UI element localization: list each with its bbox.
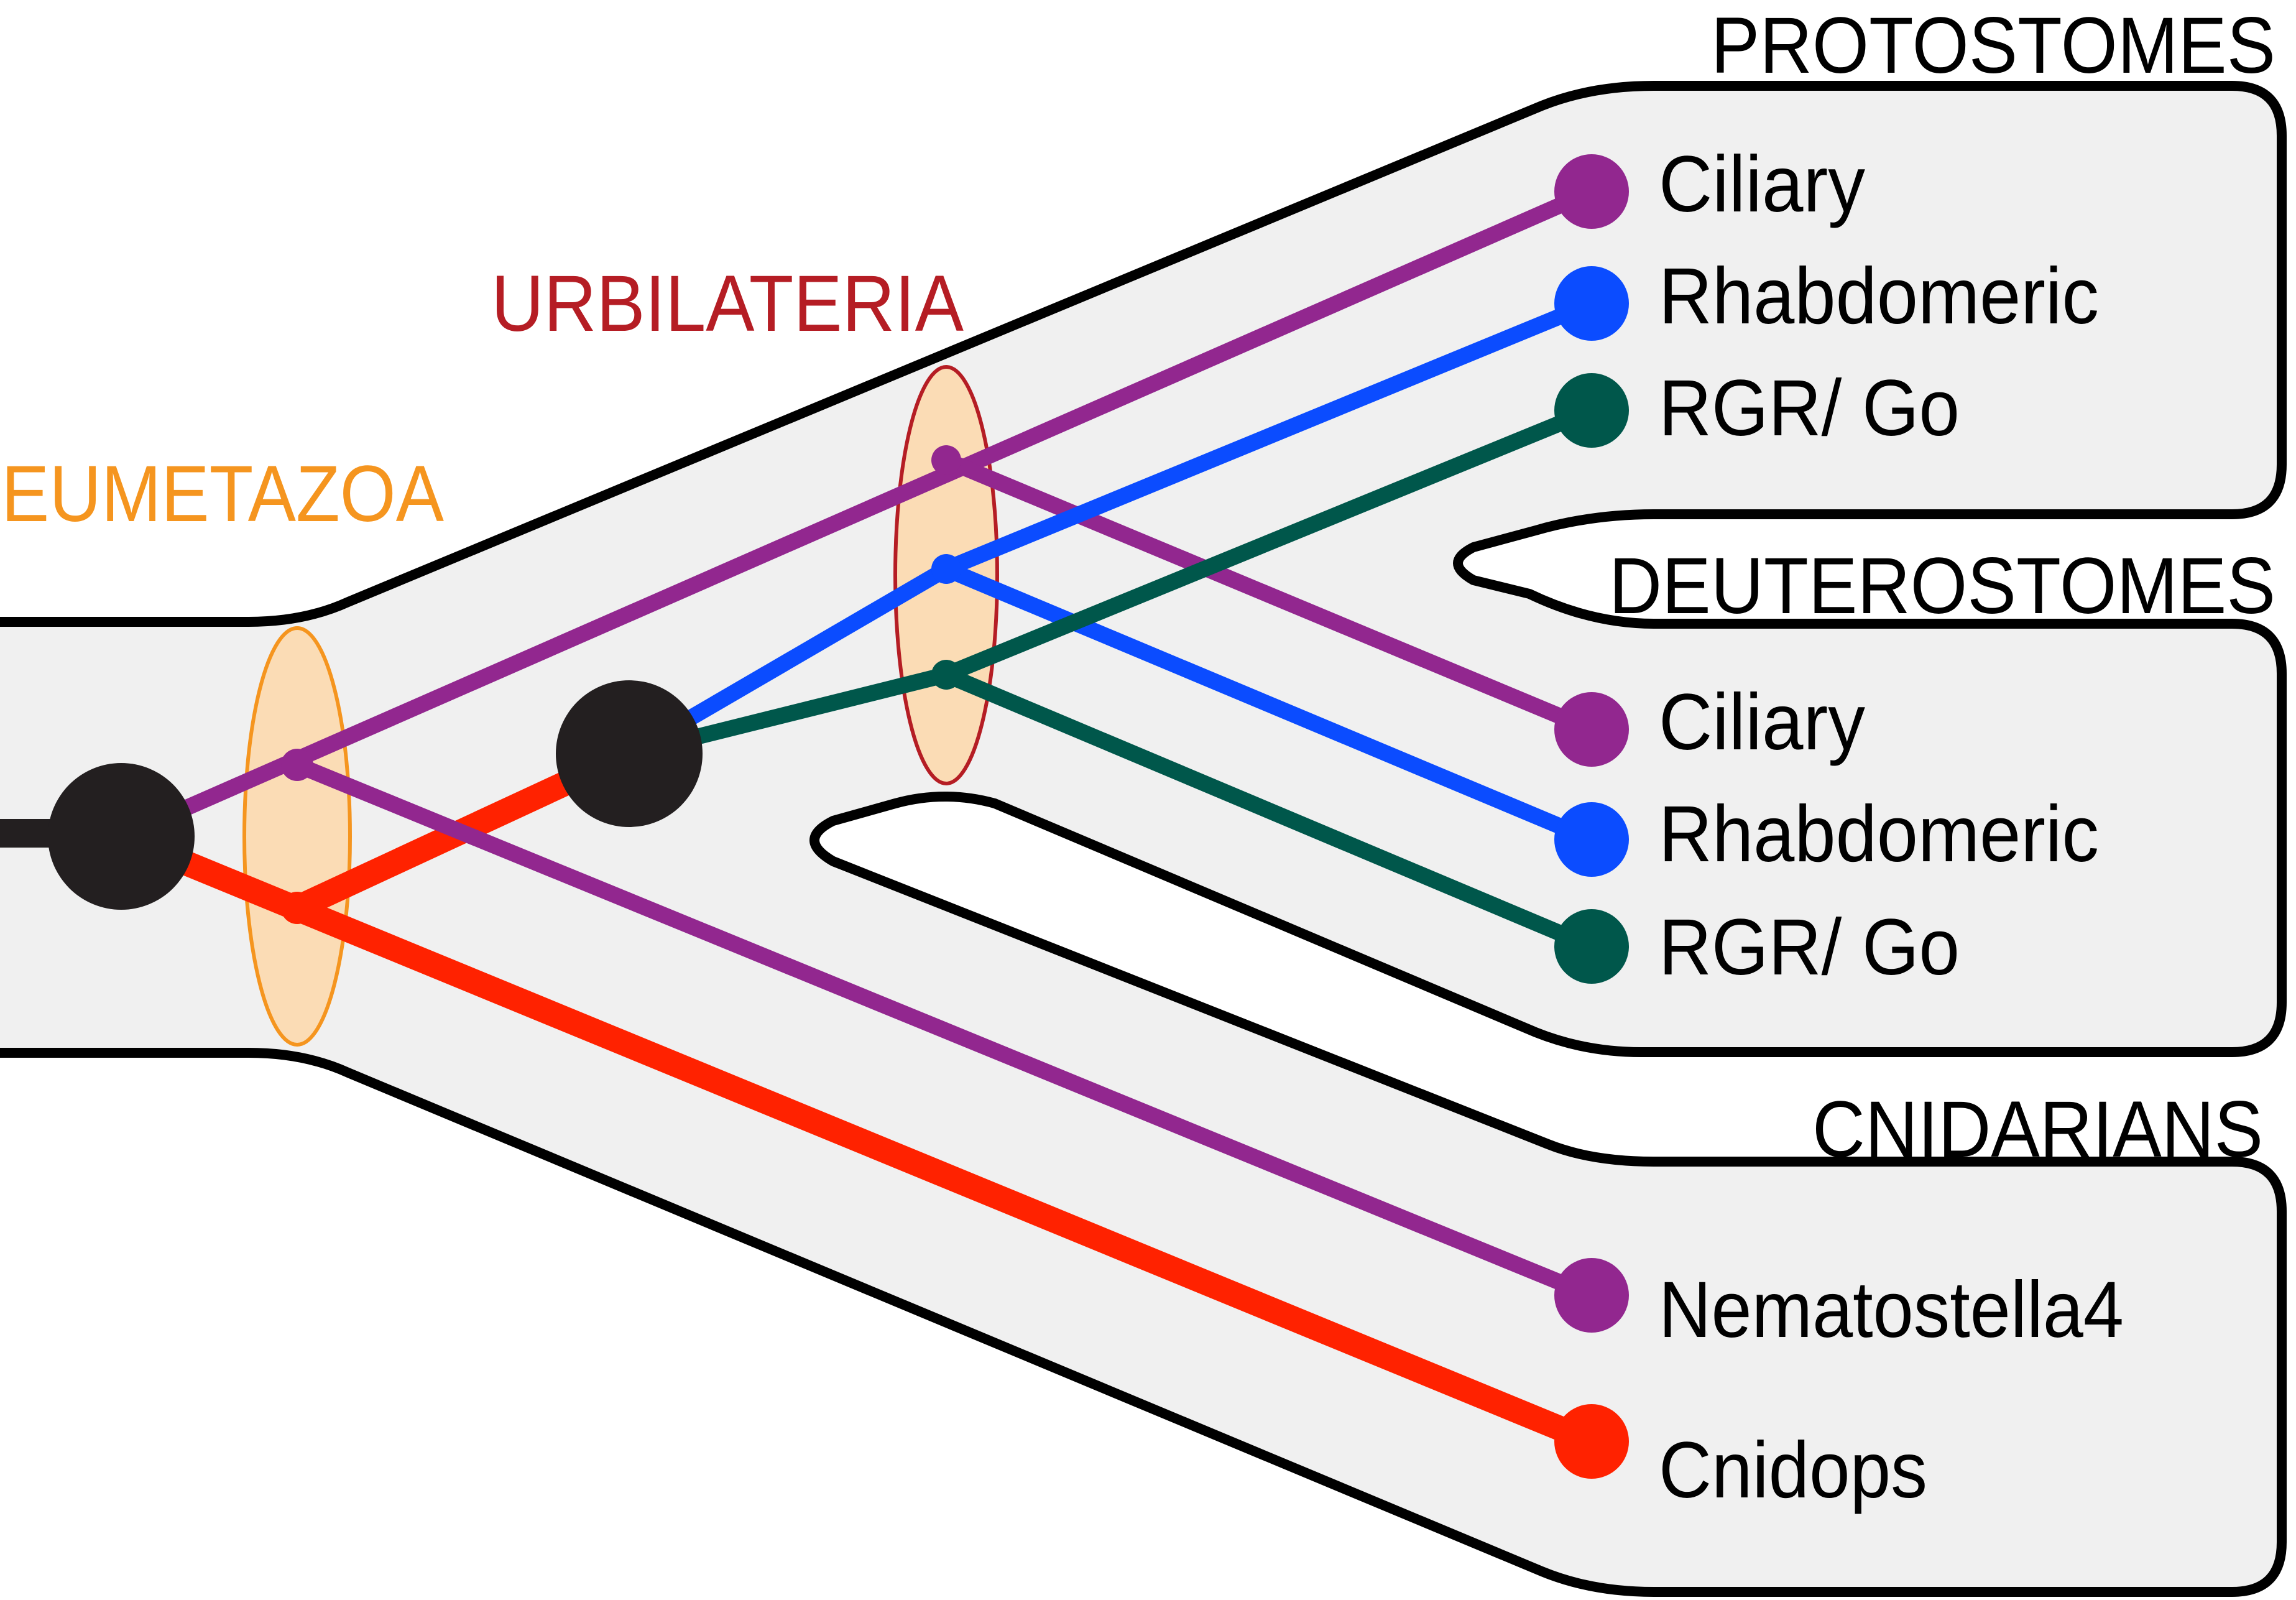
junction-urbilateria-rgr-go (931, 660, 961, 690)
leaf-dot-cnidops (1554, 1404, 1629, 1479)
branch-proto-rhabdomeric (938, 295, 1600, 577)
junction-eumetazoa-red (281, 892, 313, 924)
leaf-dot-deut-rgr-go (1554, 909, 1629, 984)
root-node (48, 763, 195, 910)
leaf-dot-proto-rhabdomeric (1554, 266, 1629, 341)
junction-urbilateria-ciliary (931, 445, 961, 475)
junction-eumetazoa-ciliary (281, 749, 313, 781)
species-tree-band-outline (0, 81, 2287, 1597)
gene-tree-branches (109, 183, 1604, 1454)
urbilateria-label: URBILATERIA (491, 259, 964, 348)
leaf-dots (1554, 154, 1629, 1479)
branch-deut-rgr-go (938, 667, 1600, 955)
branch-proto-ciliary (113, 183, 1600, 844)
leaf-label-proto-rhabdomeric: Rhabdomeric (1659, 252, 2099, 341)
leaf-dot-proto-ciliary (1554, 154, 1629, 229)
leaf-label-deut-ciliary: Ciliary (1659, 678, 1865, 767)
species-tree-band-fill (0, 86, 2282, 1592)
branch-deut-rhabdomeric (938, 561, 1600, 848)
leaf-dot-deut-ciliary (1554, 692, 1629, 767)
bilaterian-ancestor-node (556, 680, 703, 827)
protostomes-label: PROTOSTOMES (1711, 1, 2275, 90)
leaf-dot-deut-rhabdomeric (1554, 802, 1629, 877)
leaf-label-deut-rhabdomeric: Rhabdomeric (1659, 790, 2099, 879)
leaf-dot-proto-rgr-go (1554, 373, 1629, 448)
leaf-label-proto-rgr-go: RGR/ Go (1659, 364, 1960, 453)
leaf-label-proto-ciliary: Ciliary (1659, 140, 1865, 229)
species-tree-band (0, 81, 2287, 1597)
leaf-dot-nematostella4 (1554, 1258, 1629, 1333)
deuterostomes-label: DEUTEROSTOMES (1609, 542, 2275, 631)
branch-proto-rgr-go (938, 402, 1600, 683)
cnidarians-label: CNIDARIANS (1812, 1085, 2263, 1174)
branch-cnidops (109, 824, 1604, 1454)
eumetazoa-label: EUMETAZOA (1, 450, 445, 539)
junction-urbilateria-rhabdomeric (931, 554, 961, 584)
branch-nematostella4 (289, 757, 1600, 1303)
leaf-label-deut-rgr-go: RGR/ Go (1659, 903, 1960, 992)
leaf-label-nematostella4: Nematostella4 (1659, 1265, 2124, 1354)
eumetazoa-node-ellipse (242, 626, 352, 1047)
branch-deut-ciliary (938, 452, 1600, 738)
branch-junctions (281, 445, 961, 924)
leaf-label-cnidops: Cnidops (1659, 1426, 1927, 1515)
